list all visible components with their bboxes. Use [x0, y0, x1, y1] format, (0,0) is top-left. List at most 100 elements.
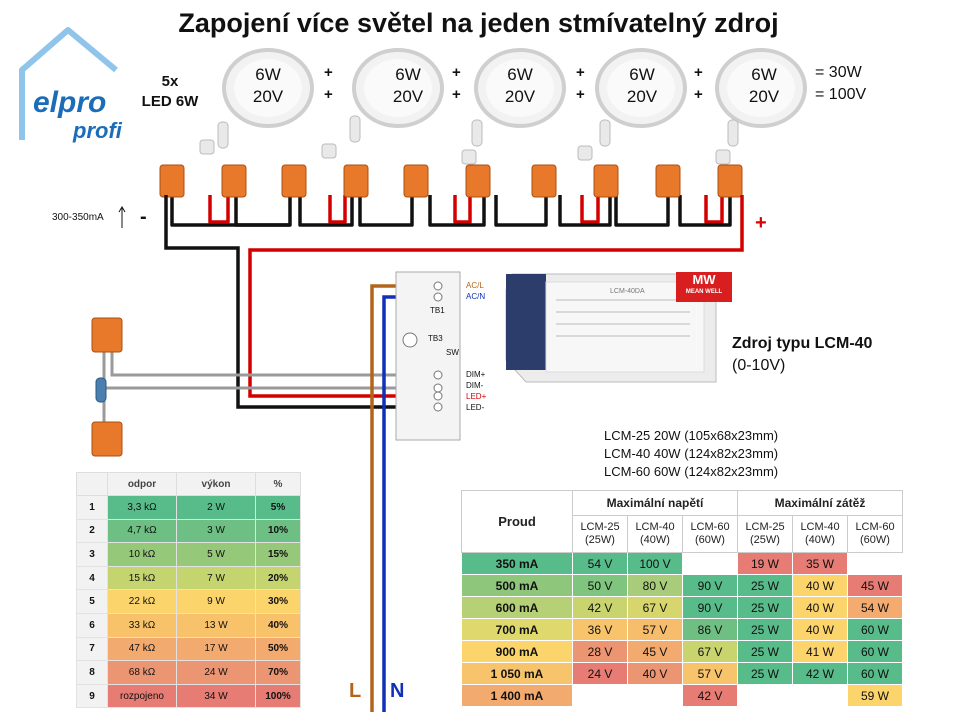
- current-cell: 42 V: [682, 684, 738, 707]
- current-cell: 67 V: [627, 596, 683, 619]
- current-cell: 59 W: [847, 684, 903, 707]
- terminal-sw: SW: [446, 348, 459, 357]
- resistor-pct: 70%: [255, 660, 301, 685]
- arrow-up-icon: [118, 206, 126, 228]
- subheader-power: (40W): [640, 534, 670, 546]
- resistor-vykon: 24 W: [176, 660, 256, 685]
- current-cell: 54 V: [572, 552, 628, 575]
- lamp-voltage: 20V: [504, 87, 536, 106]
- dim-wago-top: [91, 317, 123, 353]
- resistor-vykon: 2 W: [176, 495, 256, 520]
- resistor-vykon: 13 W: [176, 612, 256, 638]
- connector-icon: [577, 145, 593, 161]
- lamp-power: 6W: [751, 65, 777, 84]
- current-cell: [682, 552, 738, 575]
- lamp-voltage: 20V: [626, 87, 658, 106]
- current-cell: 25 W: [737, 662, 793, 685]
- current-subheader: LCM-40(40W): [792, 515, 848, 553]
- current-cell: 25 W: [737, 618, 793, 641]
- current-proud: 1 050 mA: [461, 662, 573, 685]
- logo-house-icon: [19, 27, 118, 140]
- current-cell: 36 V: [572, 618, 628, 641]
- current-cell: 40 W: [792, 574, 848, 597]
- current-cell: 25 W: [737, 596, 793, 619]
- connector-icon: [599, 119, 611, 147]
- current-cell: 60 W: [847, 618, 903, 641]
- subheader-model: LCM-40: [635, 521, 675, 533]
- subheader-model: LCM-40: [800, 521, 840, 533]
- lamp-label-3: 6W 20V: [490, 64, 550, 108]
- plus-sign: +: [576, 86, 585, 103]
- subheader-power: (25W): [750, 534, 780, 546]
- resistor-odpor: 10 kΩ: [107, 542, 177, 567]
- power-supply-image: [505, 273, 717, 383]
- current-cell: 57 V: [627, 618, 683, 641]
- lamp-3: [474, 48, 566, 128]
- current-table: Proud Maximální napětí Maximální zátěž L…: [461, 490, 903, 707]
- current-cell: 80 V: [627, 574, 683, 597]
- connector-icon: [217, 121, 229, 149]
- subheader-power: (40W): [805, 534, 835, 546]
- lamp-power: 6W: [395, 65, 421, 84]
- current-cell: [737, 684, 793, 707]
- lamp-voltage: 20V: [392, 87, 424, 106]
- connector-icon: [199, 139, 215, 155]
- current-proud: 600 mA: [461, 596, 573, 619]
- lamp-4: [595, 48, 687, 128]
- model-list: LCM-25 20W (105x68x23mm) LCM-40 40W (124…: [604, 427, 778, 481]
- current-cell: 42 W: [792, 662, 848, 685]
- current-subheader: LCM-60(60W): [847, 515, 903, 553]
- current-cell: 45 W: [847, 574, 903, 597]
- lamp-label-1: 6W 20V: [238, 64, 298, 108]
- plus-sign: +: [694, 64, 703, 81]
- current-cell: 40 W: [792, 618, 848, 641]
- resistor-odpor: 15 kΩ: [107, 565, 177, 591]
- resistor-pct: 20%: [255, 565, 301, 591]
- current-cell: 35 W: [792, 552, 848, 575]
- terminal-dim-minus: DIM-: [466, 381, 484, 390]
- lamp-voltage: 20V: [748, 87, 780, 106]
- current-note: 300-350mA: [52, 212, 104, 223]
- current-cell: 40 V: [627, 662, 683, 685]
- current-cell: [572, 684, 628, 707]
- current-cell: 42 V: [572, 596, 628, 619]
- resistor-index: 9: [76, 683, 108, 709]
- current-cell: 25 W: [737, 574, 793, 597]
- wago-clamps: [159, 164, 743, 198]
- resistor-pct: 30%: [255, 589, 301, 614]
- current-proud: 500 mA: [461, 574, 573, 597]
- resistor-vykon: 17 W: [176, 636, 256, 662]
- terminal-led-minus: LED-: [466, 403, 485, 412]
- connector-icon: [349, 115, 361, 143]
- total-power: = 30W: [815, 64, 862, 81]
- lamp-label-5: 6W 20V: [734, 64, 794, 108]
- current-cell: 67 V: [682, 640, 738, 663]
- current-cell: 86 V: [682, 618, 738, 641]
- totals: = 30W = 100V: [815, 62, 866, 106]
- lamp-2: [352, 48, 444, 128]
- terminal-acl: AC/L: [466, 281, 484, 290]
- resistor-icon: [95, 377, 107, 403]
- dim-minus-wire: [102, 335, 438, 390]
- model-item: LCM-40 40W (124x82x23mm): [604, 446, 779, 461]
- connector-icon: [715, 149, 731, 165]
- current-proud: 700 mA: [461, 618, 573, 641]
- plus-sign: +: [452, 86, 461, 103]
- resistor-index: 3: [76, 542, 108, 567]
- resistor-vykon: 9 W: [176, 589, 256, 614]
- model-item: LCM-25 20W (105x68x23mm): [604, 428, 779, 443]
- polarity-plus: +: [755, 212, 767, 234]
- lamp-power: 6W: [629, 65, 655, 84]
